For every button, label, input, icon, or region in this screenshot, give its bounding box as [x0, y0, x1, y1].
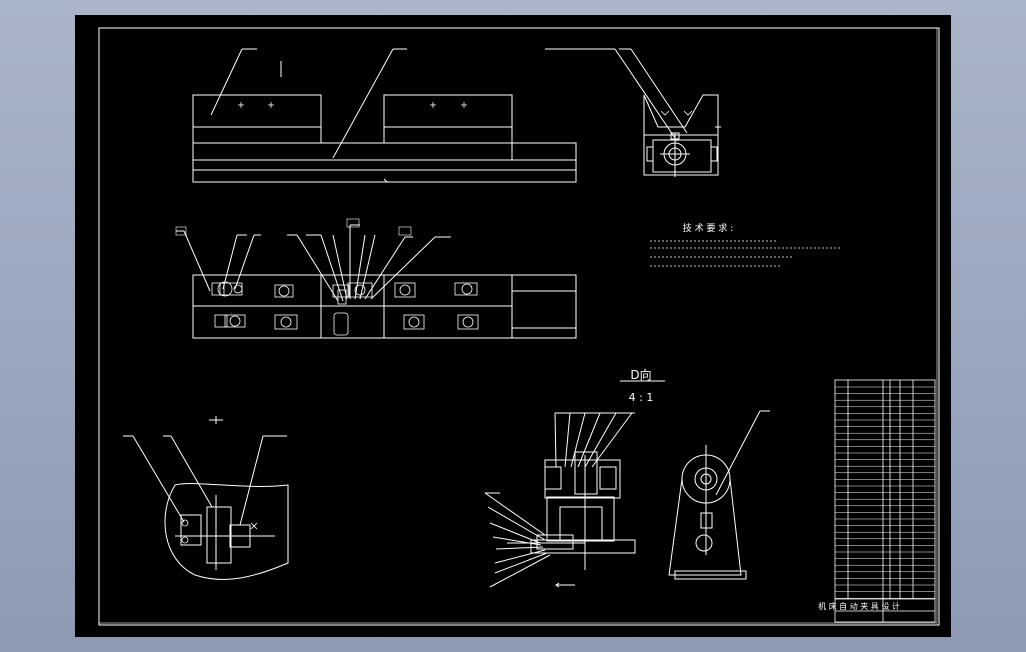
- drawing-frame-inner: [98, 27, 938, 624]
- d-view-scale: 4 : 1: [629, 391, 654, 404]
- cad-drawing: D向 4 : 1 技 术 要 求 : 机 床 自 动 夹 具 设 计: [98, 27, 940, 626]
- parts-list: [834, 379, 936, 623]
- detail-view: [123, 416, 289, 580]
- technical-requirements-lines: [650, 240, 840, 267]
- technical-requirements-heading: 技 术 要 求 :: [683, 222, 733, 234]
- top-view: [175, 218, 577, 339]
- bracket-view: [668, 410, 770, 580]
- d-view-label: D向: [630, 367, 651, 382]
- parts-list-rows: [835, 386, 935, 599]
- front-view: [192, 48, 577, 183]
- d-view: [484, 380, 665, 588]
- title-block-name: 机 床 自 动 夹 具 设 计: [818, 601, 900, 611]
- side-view: [545, 48, 721, 177]
- cad-drawing-canvas[interactable]: D向 4 : 1 技 术 要 求 : 机 床 自 动 夹 具 设 计: [75, 15, 951, 637]
